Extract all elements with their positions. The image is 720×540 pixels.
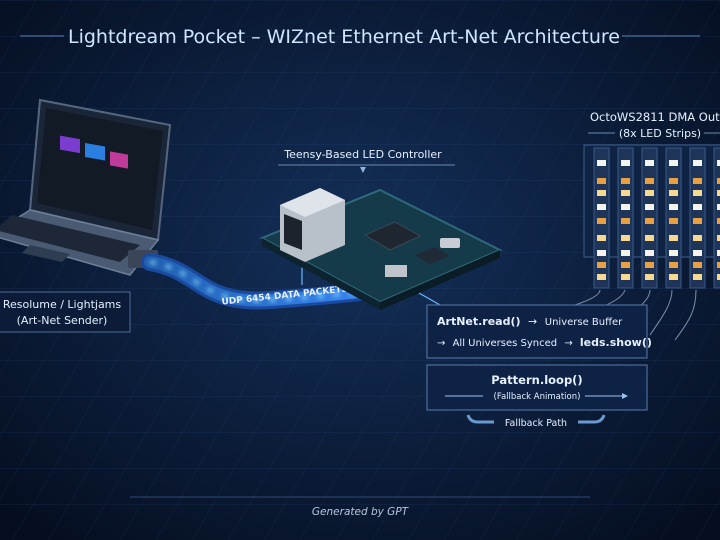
sender-role: (Art-Net Sender) <box>17 314 108 327</box>
led-chip <box>717 218 720 224</box>
led-chip <box>645 218 654 224</box>
led-chip <box>669 190 678 196</box>
led-chip <box>597 218 606 224</box>
sender-label-box: Resolume / Lightjams (Art-Net Sender) <box>0 291 131 333</box>
universe-buffer-text: Universe Buffer <box>545 317 623 328</box>
led-chip <box>693 178 702 184</box>
arrow-icon: → <box>437 338 445 349</box>
led-chip <box>669 274 678 280</box>
led-chip <box>621 204 630 210</box>
led-chip <box>621 178 630 184</box>
fallback-path-label: Fallback Path <box>505 418 567 429</box>
led-chip <box>621 190 630 196</box>
led-chip <box>597 190 606 196</box>
led-chip <box>669 160 678 166</box>
led-chip <box>693 235 702 241</box>
led-chip <box>645 178 654 184</box>
led-chip <box>669 204 678 210</box>
led-chip <box>669 235 678 241</box>
led-chip <box>645 235 654 241</box>
led-chip <box>717 190 720 196</box>
led-chip <box>717 262 720 268</box>
artnet-line-1: ArtNet.read() → Universe Buffer <box>437 315 623 328</box>
led-chip <box>717 204 720 210</box>
arrow-right-icon <box>622 393 628 399</box>
output-label: OctoWS2811 DMA Outp <box>590 110 720 124</box>
led-chip <box>645 274 654 280</box>
fallback-box: Pattern.loop() (Fallback Animation) Fall… <box>426 364 648 429</box>
sender-name: Resolume / Lightjams <box>3 298 122 311</box>
arrow-icon: → <box>564 338 572 349</box>
led-chip <box>645 204 654 210</box>
led-chip <box>621 218 630 224</box>
controller-board: Teensy-Based LED Controller <box>259 148 503 310</box>
led-chip <box>717 160 720 166</box>
led-chip <box>621 160 630 166</box>
led-chip <box>597 274 606 280</box>
fallback-animation-text: (Fallback Animation) <box>494 392 581 402</box>
led-chip <box>717 250 720 256</box>
led-chip <box>669 178 678 184</box>
output-sublabel: (8x LED Strips) <box>619 127 701 140</box>
led-chip <box>645 160 654 166</box>
led-chip <box>693 262 702 268</box>
led-chip <box>621 250 630 256</box>
led-chip <box>621 274 630 280</box>
led-chip <box>621 235 630 241</box>
led-chip <box>645 250 654 256</box>
led-chip <box>645 262 654 268</box>
led-chip <box>717 274 720 280</box>
led-chip <box>597 204 606 210</box>
led-chip <box>693 250 702 256</box>
universes-synced-text: All Universes Synced <box>453 338 558 349</box>
led-chip <box>693 190 702 196</box>
artnet-line-2: → All Universes Synced → leds.show() <box>437 336 652 349</box>
pattern-loop-code: Pattern.loop() <box>491 373 582 387</box>
led-chip <box>597 235 606 241</box>
led-chip <box>597 160 606 166</box>
led-chip <box>693 160 702 166</box>
led-chip <box>597 178 606 184</box>
led-chip <box>693 218 702 224</box>
artnet-read-code: ArtNet.read() <box>437 315 521 328</box>
led-chip <box>693 274 702 280</box>
leds-show-code: leds.show() <box>580 336 652 349</box>
led-chip <box>717 178 720 184</box>
artnet-flow-box: ArtNet.read() → Universe Buffer → All Un… <box>426 304 652 359</box>
mcu-chip <box>363 221 422 251</box>
footer-credit: Generated by GPT <box>312 506 410 518</box>
title-bar: Lightdream Pocket – WIZnet Ethernet Art-… <box>20 26 700 48</box>
led-chip <box>645 190 654 196</box>
led-chip <box>669 250 678 256</box>
controller-label: Teensy-Based LED Controller <box>283 148 442 161</box>
led-chip <box>669 218 678 224</box>
led-chip <box>693 204 702 210</box>
led-chip <box>597 250 606 256</box>
led-chip <box>717 235 720 241</box>
arrow-icon: → <box>528 315 537 328</box>
led-chip <box>669 262 678 268</box>
rj45-jack <box>280 188 345 262</box>
led-output: OctoWS2811 DMA Outp (8x LED Strips) <box>519 110 720 341</box>
led-chip <box>621 262 630 268</box>
led-chip <box>597 262 606 268</box>
page-title: Lightdream Pocket – WIZnet Ethernet Art-… <box>68 26 620 48</box>
